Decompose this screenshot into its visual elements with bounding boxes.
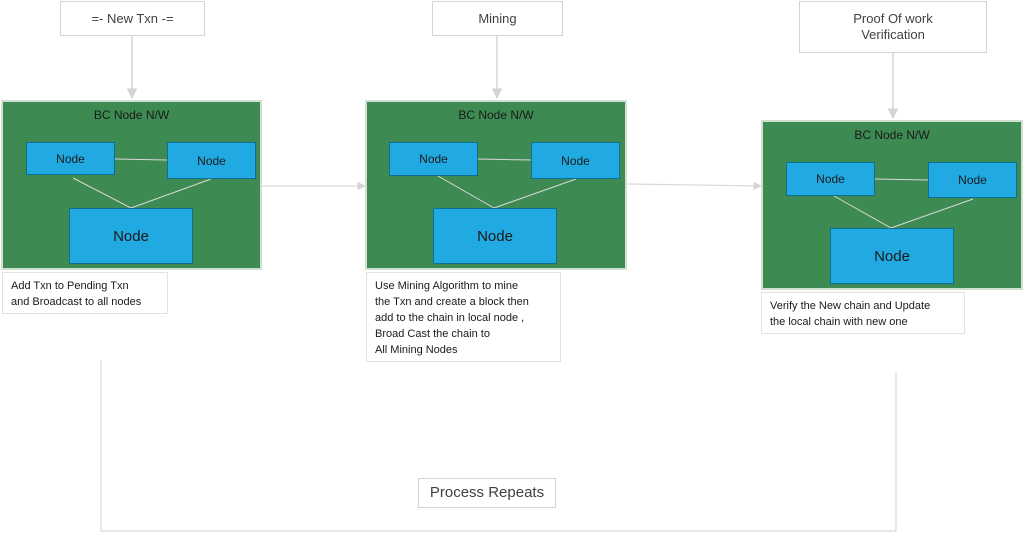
note-mining: Use Mining Algorithm to mine the Txn and…: [366, 272, 561, 362]
stage-label-text: Mining: [478, 10, 517, 26]
node-box-main: Node: [433, 208, 557, 264]
network-title: BC Node N/W: [458, 108, 534, 122]
node-links: [833, 178, 974, 229]
note-line: Add Txn to Pending Txn: [11, 280, 129, 292]
stage-label-text: =- New Txn -=: [91, 10, 174, 26]
note-line: All Mining Nodes: [375, 344, 458, 356]
node-box: Node: [167, 142, 256, 179]
node-box: Node: [531, 142, 620, 179]
process-repeat-loop: [100, 360, 897, 532]
node-network-3: BC Node N/W Node Node Node: [761, 120, 1023, 290]
stage-label-text-line-2: Verification: [861, 27, 925, 42]
node-box: Node: [26, 142, 115, 175]
note-verification: Verify the New chain and Update the loca…: [761, 292, 965, 334]
stage-label-mining: Mining: [432, 1, 563, 36]
process-repeats-label: Process Repeats: [418, 478, 556, 508]
node-box-main: Node: [69, 208, 193, 264]
note-line: Broad Cast the chain to: [375, 328, 490, 340]
network-title: BC Node N/W: [93, 108, 170, 122]
node-links: [437, 158, 577, 209]
note-line: and Broadcast to all nodes: [11, 296, 142, 308]
note-line: the local chain with new one: [770, 316, 908, 328]
note-line: add to the chain in local node ,: [375, 312, 525, 324]
note-line: Use Mining Algorithm to mine: [375, 280, 519, 292]
node-box: Node: [928, 162, 1017, 198]
node-network-1: BC Node N/W Node Node Node: [1, 100, 262, 270]
node-box: Node: [389, 142, 478, 176]
node-links: [72, 158, 212, 209]
stage-label-new-txn: =- New Txn -=: [60, 1, 205, 36]
arrow-network-2-to-network-3: [626, 181, 762, 191]
process-repeats-text: Process Repeats: [429, 484, 545, 501]
network-title: BC Node N/W: [854, 128, 930, 142]
note-line: the Txn and create a block then: [375, 296, 529, 308]
stage-label-proof-of-work: Proof Of work Verification: [799, 1, 987, 53]
node-box: Node: [786, 162, 875, 196]
note-new-txn: Add Txn to Pending Txn and Broadcast to …: [2, 272, 168, 314]
node-network-2: BC Node N/W Node Node Node: [365, 100, 627, 270]
note-line: Verify the New chain and Update: [770, 300, 931, 312]
stage-label-text-line-1: Proof Of work: [853, 11, 933, 26]
node-box-main: Node: [830, 228, 954, 284]
